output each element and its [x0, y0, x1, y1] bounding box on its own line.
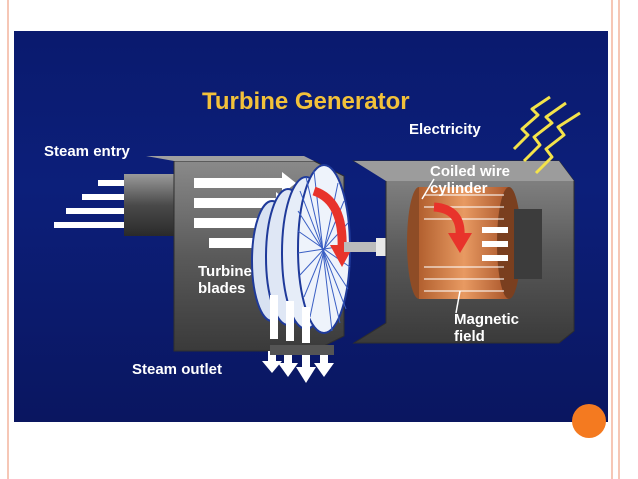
label-coiled-wire-cylinder: Coiled wire cylinder [430, 163, 511, 197]
slide-panel: Turbine Generator Steam entry Electricit… [14, 31, 608, 422]
turbine-blades-disc-group [251, 164, 351, 334]
label-turbine-blades: Turbine blades [198, 263, 252, 297]
turbine-generator-diagram [54, 95, 581, 383]
steam-outlet-arrows [262, 351, 334, 383]
generator-rotation-arrow-icon [433, 202, 472, 253]
right-frame-line-2 [618, 0, 620, 479]
label-electricity: Electricity [409, 121, 481, 138]
label-steam-entry: Steam entry [44, 143, 130, 160]
right-frame-line-1 [611, 0, 613, 479]
steam-entry-stripes [54, 180, 128, 228]
label-magnetic-field: Magnetic field [454, 311, 520, 345]
turbine-casing-top [146, 156, 314, 161]
generator-casing-top [354, 161, 574, 181]
label-steam-outlet: Steam outlet [132, 361, 223, 378]
shaft-collar [376, 238, 386, 256]
coiled-wire-cylinder [407, 187, 542, 299]
left-frame-line [7, 0, 9, 479]
steam-outlet-stripes [270, 295, 310, 343]
steam-flow-arrows [194, 172, 296, 254]
accent-circle [572, 404, 606, 438]
steam-inlet-pipe [124, 174, 174, 236]
lightning-bolt-icon [512, 95, 581, 175]
label-pointer-lines [421, 178, 461, 314]
diagram-title: Turbine Generator [202, 88, 410, 115]
outlet-pipe [270, 345, 334, 355]
